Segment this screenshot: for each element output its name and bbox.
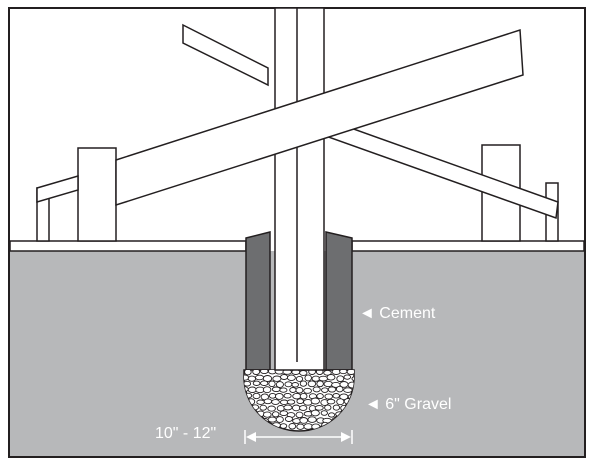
gravel-stone (296, 423, 305, 430)
gravel-stone (336, 375, 345, 383)
gravel-stone (279, 423, 288, 429)
gravel-stone (299, 380, 308, 387)
gravel-label: ◄ 6" Gravel (365, 396, 451, 413)
gravel-stone (320, 410, 328, 416)
gravel-stone (307, 380, 317, 388)
gravel-stone (326, 398, 336, 405)
gravel-stone (289, 387, 297, 393)
gravel-stone (271, 411, 280, 418)
gravel-stone (275, 416, 284, 423)
gravel-stone (276, 405, 285, 412)
cement-label: ◄ Cement (359, 305, 436, 322)
gravel-stone (262, 386, 272, 394)
gravel-stone (332, 404, 341, 411)
left-rail (36, 174, 79, 204)
gravel-stone (316, 393, 324, 400)
gravel-stone (274, 392, 284, 400)
gravel-stone (324, 404, 332, 411)
gravel-stone (314, 405, 324, 411)
gravel-stone (267, 416, 277, 423)
gravel-stone (279, 387, 288, 393)
gravel-stone (272, 375, 282, 382)
gravel-stone (343, 387, 353, 393)
cement-right (325, 231, 353, 371)
gravel-stone (304, 374, 312, 382)
width-dimension (244, 430, 353, 444)
gravel-stone (254, 374, 265, 381)
gravel-stone (252, 392, 261, 400)
ground-surface-right (351, 240, 585, 252)
gravel-stone (299, 370, 308, 376)
gravel-stone (283, 392, 292, 399)
gravel-stone (327, 386, 337, 393)
gravel-stone (310, 409, 320, 417)
gravel-stone (295, 411, 304, 419)
gravel-stone (326, 374, 336, 381)
gravel-stone (279, 410, 289, 417)
gravel-stone (271, 386, 281, 393)
gravel-stone (286, 374, 296, 382)
gravel-stone (288, 423, 297, 430)
gravel-stone (267, 405, 276, 412)
gravel-stone (291, 382, 299, 388)
gravel-stone (295, 375, 304, 382)
gravel-stone (295, 387, 304, 394)
cement-left (245, 231, 271, 371)
gravel-stone (256, 399, 265, 405)
gravel-stone (318, 375, 329, 382)
gravel-stone (343, 374, 352, 380)
gravel-stone (347, 381, 354, 389)
gravel-stone (268, 380, 276, 388)
back-brace-upper (182, 23, 269, 87)
gravel-stone (346, 370, 354, 375)
gravel-stone (336, 398, 345, 406)
gravel-stone (284, 416, 293, 422)
gravel-stone (260, 380, 269, 386)
gravel-stone (263, 398, 273, 405)
gravel-stone (286, 399, 296, 405)
left-brace-post (77, 147, 117, 242)
gravel-stone (244, 380, 252, 387)
ground-surface-left (9, 240, 247, 252)
gravel-stone (283, 404, 293, 411)
gravel-stone (299, 405, 308, 411)
gravel-stone (252, 380, 261, 386)
gravel-stone (280, 374, 289, 380)
gravel-stone (244, 370, 252, 376)
gravel-stone (247, 386, 257, 394)
gravel-stone (259, 404, 267, 411)
gravel-stone (324, 393, 333, 400)
gravel-stone (271, 399, 280, 405)
gravel-stone (327, 412, 336, 418)
gravel-stone (299, 392, 308, 400)
gravel-stone (291, 404, 301, 412)
front-brace (115, 28, 524, 207)
gravel-stone (312, 386, 321, 393)
gravel-stone (268, 392, 277, 399)
gravel-stone (332, 393, 340, 399)
gravel-stone (247, 375, 257, 382)
gravel-stone (284, 381, 293, 388)
main-post (274, 7, 325, 371)
hole-width-label: 10" - 12" (155, 425, 216, 442)
gravel-stone (321, 387, 329, 393)
gravel-stone (252, 370, 261, 376)
gravel-stone (299, 417, 309, 424)
gravel-stone (303, 423, 313, 430)
gravel-stone (307, 416, 317, 423)
gravel-stone (275, 381, 284, 388)
gravel-stone (335, 385, 344, 393)
gravel-stone (296, 398, 304, 405)
gravel-stone (310, 397, 320, 405)
gravel-stone (292, 392, 302, 400)
gravel-stone (316, 380, 324, 388)
gravel-stone (303, 387, 312, 394)
gravel-stone (262, 411, 272, 418)
